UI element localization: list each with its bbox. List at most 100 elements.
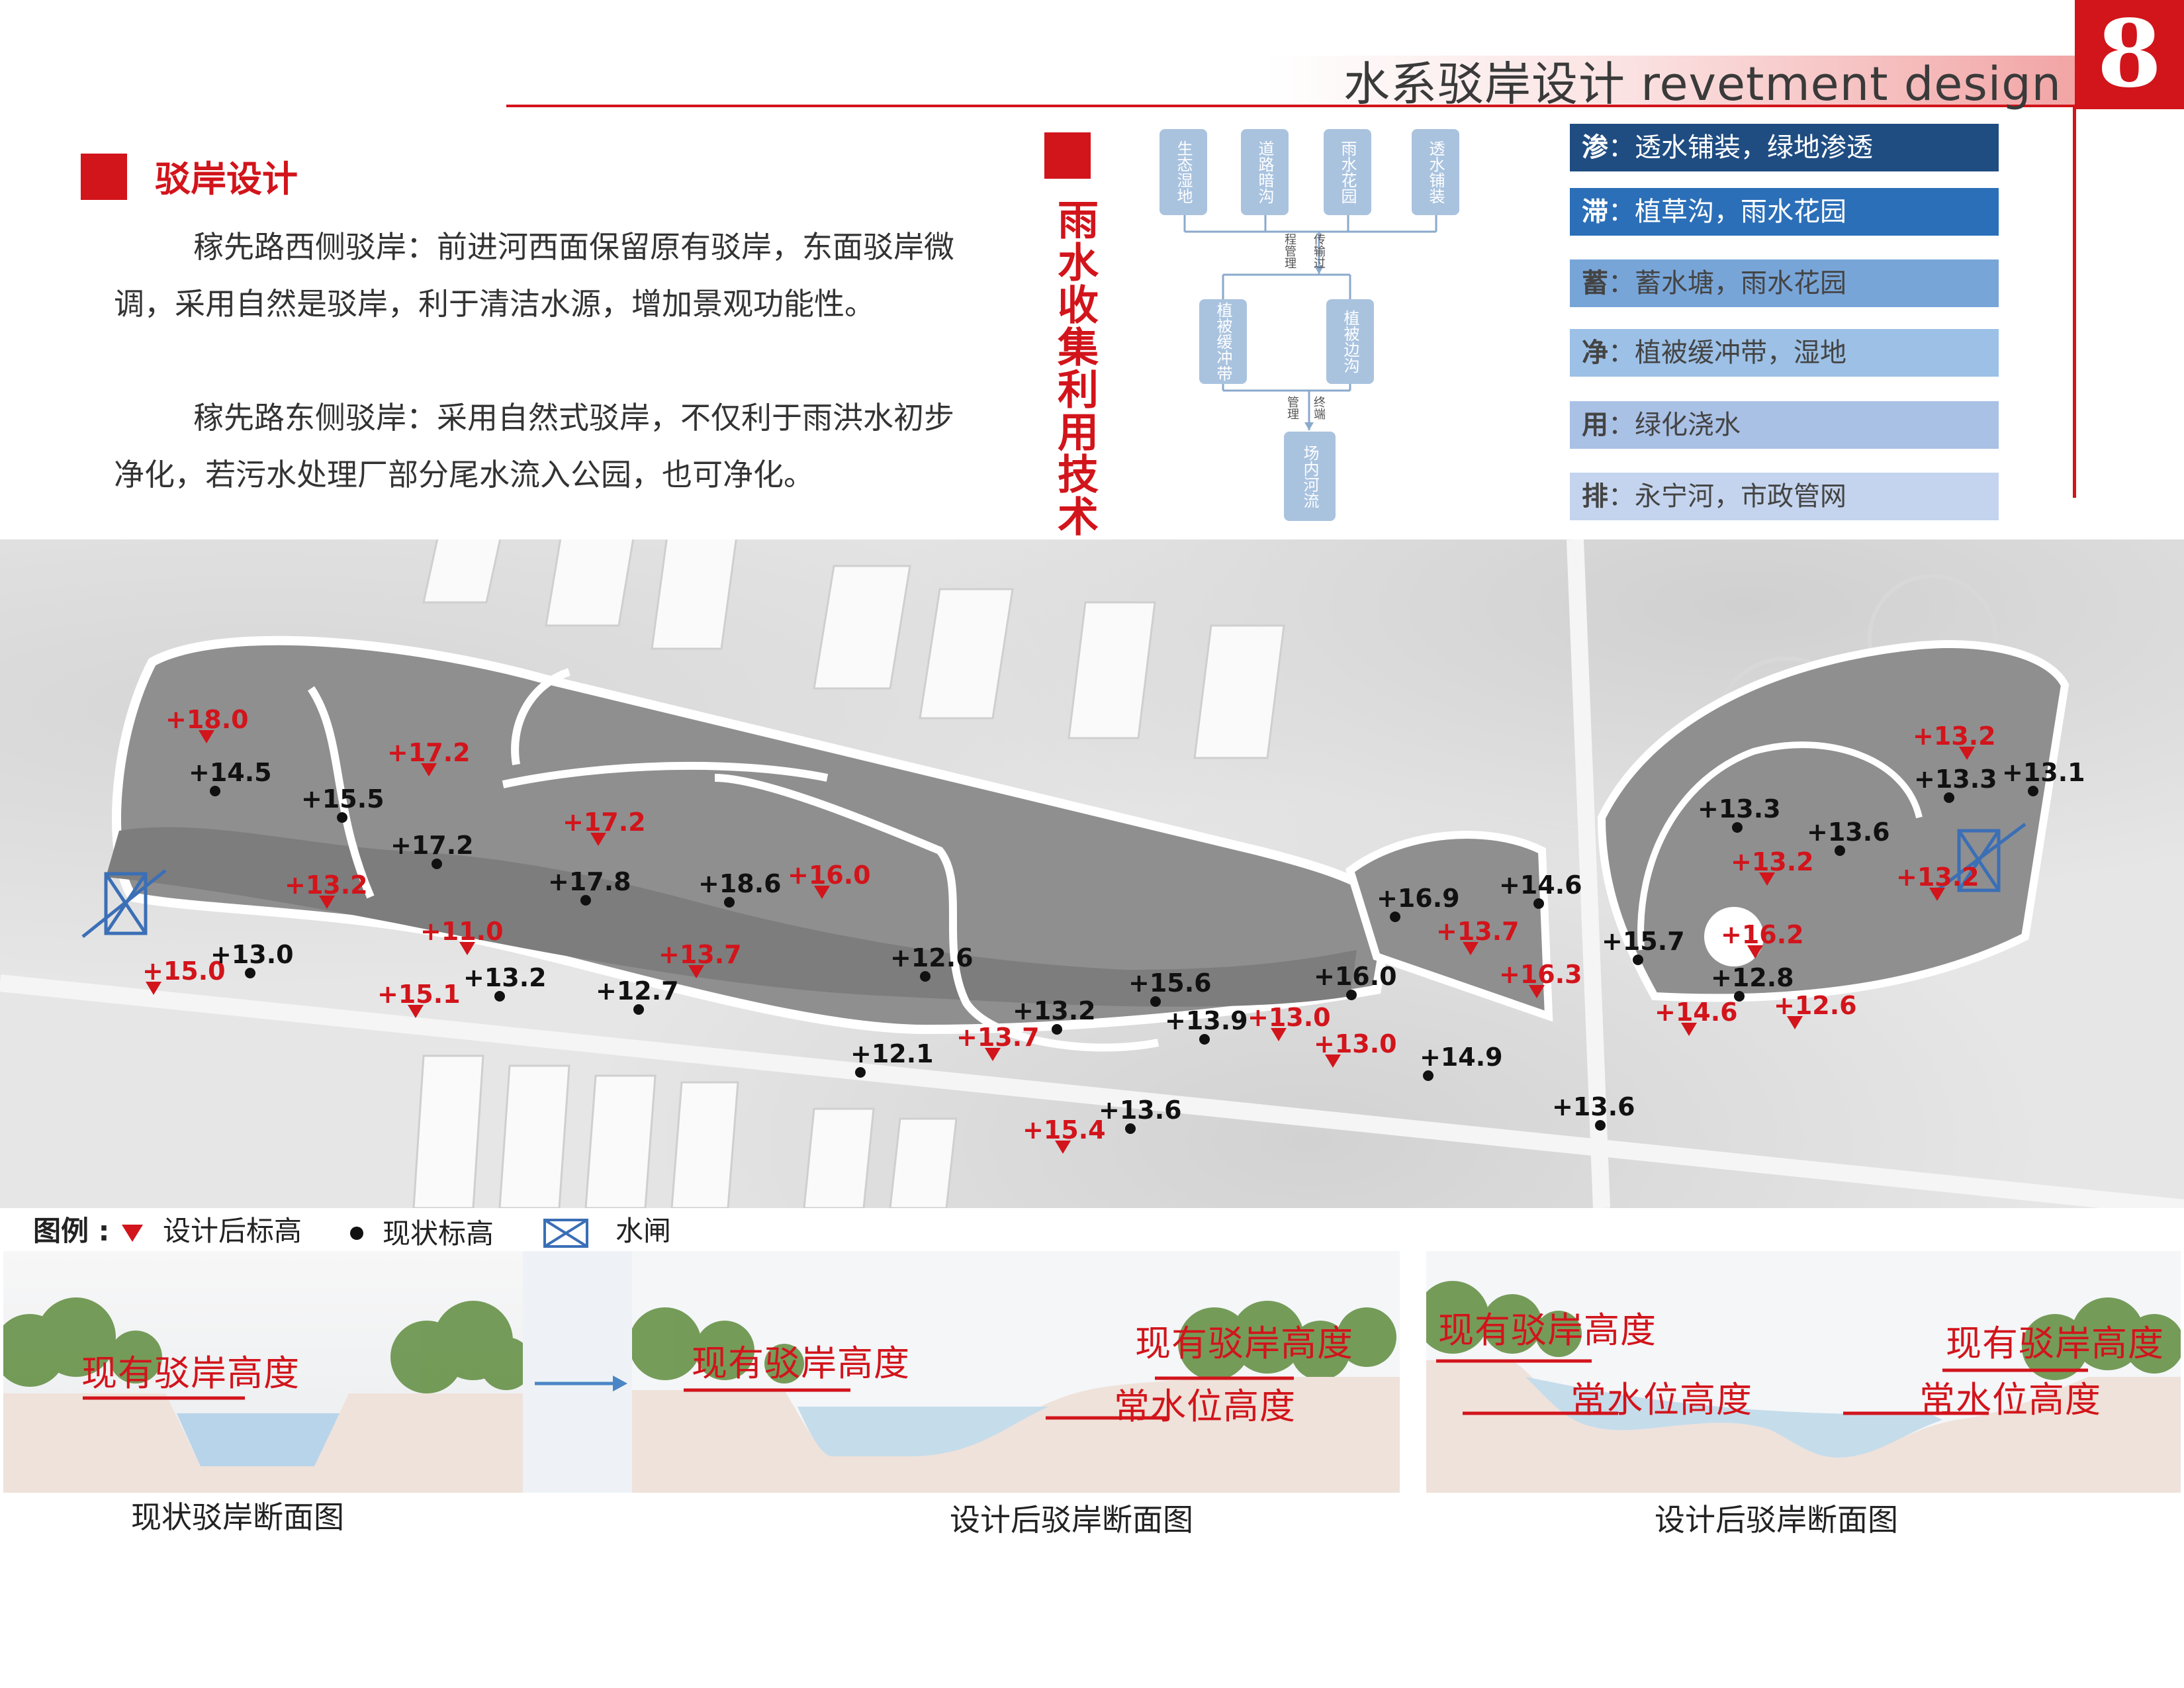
elevation-existing: +15.5 — [301, 784, 385, 814]
flow-box-wetland: 生态湿地 — [1160, 129, 1207, 215]
elevation-existing: +18.6 — [698, 869, 782, 898]
elevation-design: +17.2 — [387, 738, 471, 767]
normal-water-level-label: 常水位高度 — [1114, 1385, 1296, 1427]
elevation-design: +16.2 — [1721, 920, 1804, 949]
section-design-b-drawing — [1426, 1251, 2181, 1493]
elevation-design: +14.6 — [1655, 998, 1738, 1027]
elevation-existing: +12.6 — [890, 943, 974, 972]
elevation-existing: +13.9 — [1165, 1006, 1248, 1035]
section-existing: 现有驳岸高度 — [3, 1251, 523, 1493]
elevation-design: +16.0 — [788, 861, 871, 890]
elevation-design: +13.2 — [1731, 847, 1814, 876]
flow-box-river: 场内河流 — [1284, 432, 1336, 521]
elevation-design: +15.4 — [1023, 1115, 1106, 1145]
flow-box-rain-garden: 雨水花园 — [1324, 129, 1371, 215]
elevation-design: +18.0 — [165, 705, 249, 734]
elevation-design: +13.7 — [1436, 917, 1520, 946]
sluice-gate-east — [1931, 823, 2026, 895]
elevation-design: +11.0 — [420, 917, 504, 946]
legend-title: 图例 : — [33, 1215, 110, 1247]
page-title: 水系驳岸设计 revetment design — [1343, 57, 2062, 111]
elevation-existing: +12.1 — [850, 1039, 934, 1068]
site-plan-drawing — [0, 539, 2184, 1208]
flow-marker — [1044, 132, 1091, 179]
flow-vertical-title: 雨水收集利用技术 — [1050, 199, 1099, 538]
elevation-design: +12.6 — [1774, 991, 1857, 1020]
flow-box-buffer: 植被缓冲带 — [1199, 299, 1247, 384]
bar-discharge: 排：永宁河，市政管网 — [1570, 473, 1999, 520]
normal-water-level-label: 常水位高度 — [1919, 1379, 2101, 1421]
existing-bank-height-label: 现有驳岸高度 — [692, 1342, 910, 1384]
elevation-design: +16.3 — [1499, 960, 1582, 989]
existing-bank-height-label: 现有驳岸高度 — [81, 1352, 300, 1394]
elevation-existing: +13.3 — [1698, 794, 1781, 823]
existing-elevation-icon — [350, 1227, 363, 1240]
flow-box-permeable-paving: 透水铺装 — [1412, 129, 1459, 215]
elevation-existing: +14.5 — [189, 758, 272, 787]
legend-design: 设计后标高 — [163, 1215, 302, 1247]
flow-note-terminal: 终端 — [1312, 396, 1326, 420]
elevation-existing: +14.9 — [1420, 1043, 1503, 1072]
elevation-design: +13.0 — [1314, 1029, 1397, 1058]
elevation-design: +13.0 — [1248, 1003, 1331, 1032]
existing-bank-height-label: 现有驳岸高度 — [1135, 1323, 1353, 1364]
title-band — [1264, 56, 2075, 106]
right-divider — [2073, 106, 2076, 498]
section-marker — [81, 154, 127, 200]
section-design-a-drawing — [632, 1251, 1400, 1493]
section-design-a: 现有驳岸高度 现有驳岸高度 常水位高度 — [632, 1251, 1400, 1493]
caption-design-section-b: 设计后驳岸断面图 — [1655, 1502, 1898, 1538]
sluice-icon — [543, 1219, 588, 1248]
normal-water-level-label: 常水位高度 — [1570, 1379, 1752, 1421]
elevation-existing: +13.6 — [1807, 818, 1890, 847]
legend-sluice: 水闸 — [615, 1215, 672, 1247]
elevation-design: +13.7 — [956, 1023, 1040, 1052]
design-elevation-icon — [122, 1225, 143, 1242]
bar-purify: 净：植被缓冲带，湿地 — [1570, 329, 1999, 377]
elevation-existing: +17.2 — [390, 831, 474, 860]
paragraph-west: 稼先路西侧驳岸：前进河西面保留原有驳岸，东面驳岸微调，采用自然是驳岸，利于清洁水… — [114, 229, 954, 322]
legend-existing: 现状标高 — [383, 1217, 494, 1250]
flow-note-transfer: 传输过 — [1312, 233, 1326, 269]
elevation-existing: +13.0 — [210, 940, 294, 969]
section-title: 驳岸设计 — [155, 158, 298, 200]
elevation-existing: +17.8 — [548, 867, 631, 896]
flow-box-swale: 植被边沟 — [1326, 299, 1374, 384]
existing-bank-height-label: 现有驳岸高度 — [1946, 1323, 2164, 1364]
paragraph-east: 稼先路东侧驳岸：采用自然式驳岸，不仅利于雨洪水初步净化，若污水处理厂部分尾水流入… — [114, 400, 954, 492]
section-design-b: 现有驳岸高度 常水位高度 现有驳岸高度 常水位高度 — [1426, 1251, 2181, 1493]
bar-detain: 滞：植草沟，雨水花园 — [1570, 188, 1999, 236]
flow-box-road-drain: 道路暗沟 — [1241, 129, 1289, 215]
title-underline — [506, 105, 2075, 107]
elevation-existing: +14.6 — [1499, 870, 1582, 900]
flow-note-process: 程管理 — [1283, 233, 1297, 269]
elevation-design: +17.2 — [563, 808, 646, 837]
elevation-existing: +16.0 — [1314, 962, 1397, 991]
flow-note-manage: 管理 — [1285, 396, 1299, 420]
sluice-gate-west — [81, 869, 167, 938]
elevation-design: +15.1 — [377, 980, 461, 1009]
elevation-existing: +16.9 — [1377, 884, 1460, 913]
elevation-existing: +13.6 — [1099, 1096, 1182, 1125]
elevation-design: +13.2 — [1896, 863, 1979, 892]
elevation-design: +13.2 — [1913, 722, 1996, 751]
caption-design-section-a: 设计后驳岸断面图 — [950, 1502, 1193, 1538]
section-arrow-panel — [523, 1251, 632, 1493]
section-existing-drawing — [3, 1251, 523, 1493]
elevation-existing: +12.7 — [596, 976, 679, 1006]
elevation-existing: +13.6 — [1552, 1092, 1635, 1121]
elevation-existing: +13.3 — [1914, 765, 1997, 794]
transform-arrow-icon — [535, 1376, 627, 1391]
page-number-badge: 8 — [2075, 0, 2184, 109]
elevation-existing: +12.8 — [1711, 963, 1794, 992]
elevation-existing: +13.1 — [2002, 758, 2085, 787]
caption-existing-section: 现状驳岸断面图 — [131, 1499, 344, 1535]
elevation-design: +13.7 — [659, 940, 742, 969]
bar-infiltrate: 渗：透水铺装，绿地渗透 — [1570, 124, 1999, 171]
elevation-design: +15.0 — [142, 957, 226, 986]
elevation-existing: +13.2 — [1013, 996, 1096, 1025]
flow-connectors — [1183, 215, 1437, 430]
elevation-existing: +15.7 — [1602, 927, 1685, 956]
elevation-design: +13.2 — [285, 870, 368, 900]
bar-use: 用：绿化浇水 — [1570, 401, 1999, 449]
